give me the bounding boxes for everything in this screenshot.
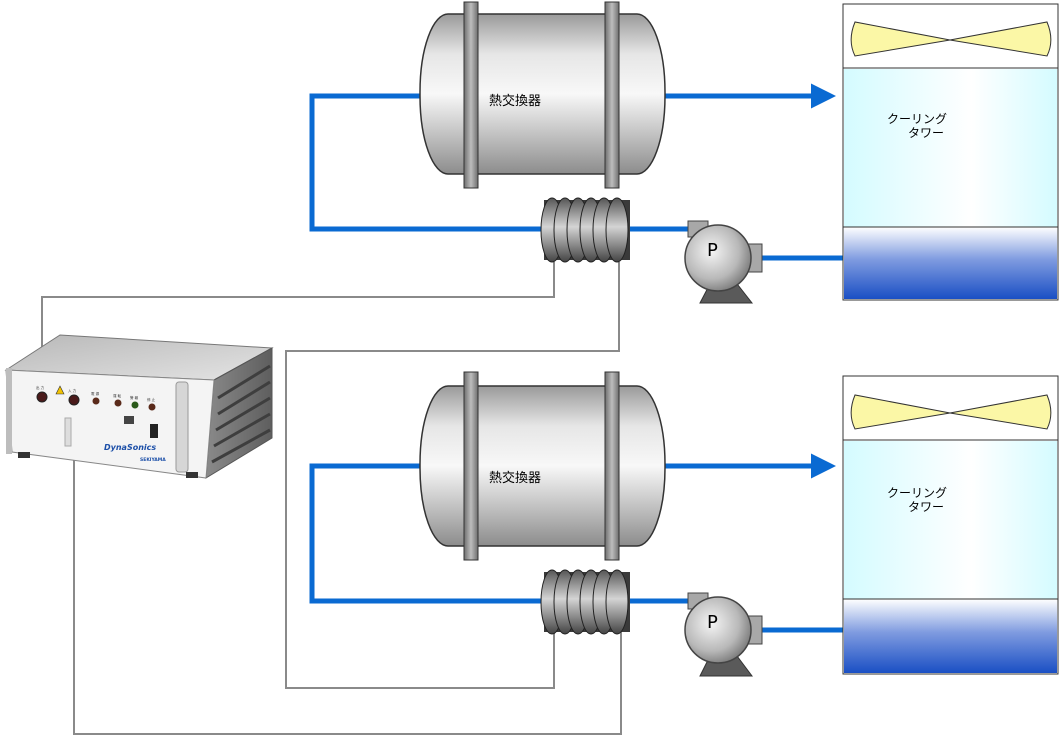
cooling-tower-label-2: タワー bbox=[908, 126, 944, 140]
flange-right bbox=[604, 371, 620, 561]
pump-label: P bbox=[707, 612, 718, 633]
water-pipes-upper bbox=[309, 83, 843, 261]
heat-exchanger-label: 熱交換器 bbox=[489, 93, 541, 109]
input-connector bbox=[68, 394, 80, 406]
system-lower: 熱交換器 P クーリン bbox=[309, 371, 1059, 677]
panel-mark-alarm: 警 報 bbox=[130, 395, 139, 400]
pump-label: P bbox=[707, 240, 718, 261]
fan-icon bbox=[850, 394, 1052, 430]
panel-mark-output: 出 力 bbox=[36, 385, 45, 390]
brand-logo: DynaSonics bbox=[104, 443, 156, 452]
signal-wire-3 bbox=[73, 400, 622, 735]
signal-wires bbox=[41, 262, 622, 735]
power-switch bbox=[150, 424, 158, 438]
panel-mark-run: 運 転 bbox=[113, 393, 122, 398]
ultrasonic-controller-unit: 出 力 入 力 電 源 運 転 警 報 停 止 DynaSonics SEKIY… bbox=[4, 334, 274, 479]
ultrasonic-coil-upper bbox=[540, 197, 630, 263]
pump-lower: P bbox=[684, 592, 763, 677]
heat-exchanger-lower: 熱交換器 bbox=[419, 371, 666, 561]
flange-right bbox=[604, 1, 620, 189]
tower-water-basin bbox=[844, 599, 1057, 673]
flange-left bbox=[463, 371, 479, 561]
maker-logo: SEKIYAMA bbox=[140, 457, 166, 463]
heat-exchanger-upper: 熱交換器 bbox=[419, 1, 666, 189]
warning-icon bbox=[55, 385, 65, 395]
water-pipes-lower bbox=[309, 453, 843, 633]
panel-mark-input: 入 力 bbox=[68, 388, 77, 393]
output-connector bbox=[36, 391, 48, 403]
pump-upper: P bbox=[684, 220, 763, 304]
pipe-inlet-lower bbox=[309, 463, 548, 604]
cooling-tower-label-1: クーリング bbox=[887, 486, 947, 500]
pipe-inlet-upper bbox=[309, 93, 548, 232]
flange-left bbox=[463, 1, 479, 189]
system-upper: 熱交換器 P bbox=[309, 1, 1059, 304]
panel-mark-power: 電 源 bbox=[91, 391, 100, 396]
cooling-tower-upper: クーリング タワー bbox=[842, 3, 1059, 301]
tower-water-basin bbox=[844, 227, 1057, 299]
ultrasonic-coil-lower bbox=[540, 569, 630, 635]
signal-wire-1 bbox=[41, 262, 555, 392]
cooling-tower-label-1: クーリング bbox=[887, 112, 947, 126]
fan-icon bbox=[850, 21, 1052, 57]
signal-wire-2 bbox=[285, 262, 620, 689]
cooling-tower-lower: クーリング タワー bbox=[842, 375, 1059, 675]
cooling-tower-label-2: タワー bbox=[908, 500, 944, 514]
heat-exchanger-label: 熱交換器 bbox=[489, 470, 541, 486]
panel-mark-stop: 停 止 bbox=[147, 397, 156, 402]
